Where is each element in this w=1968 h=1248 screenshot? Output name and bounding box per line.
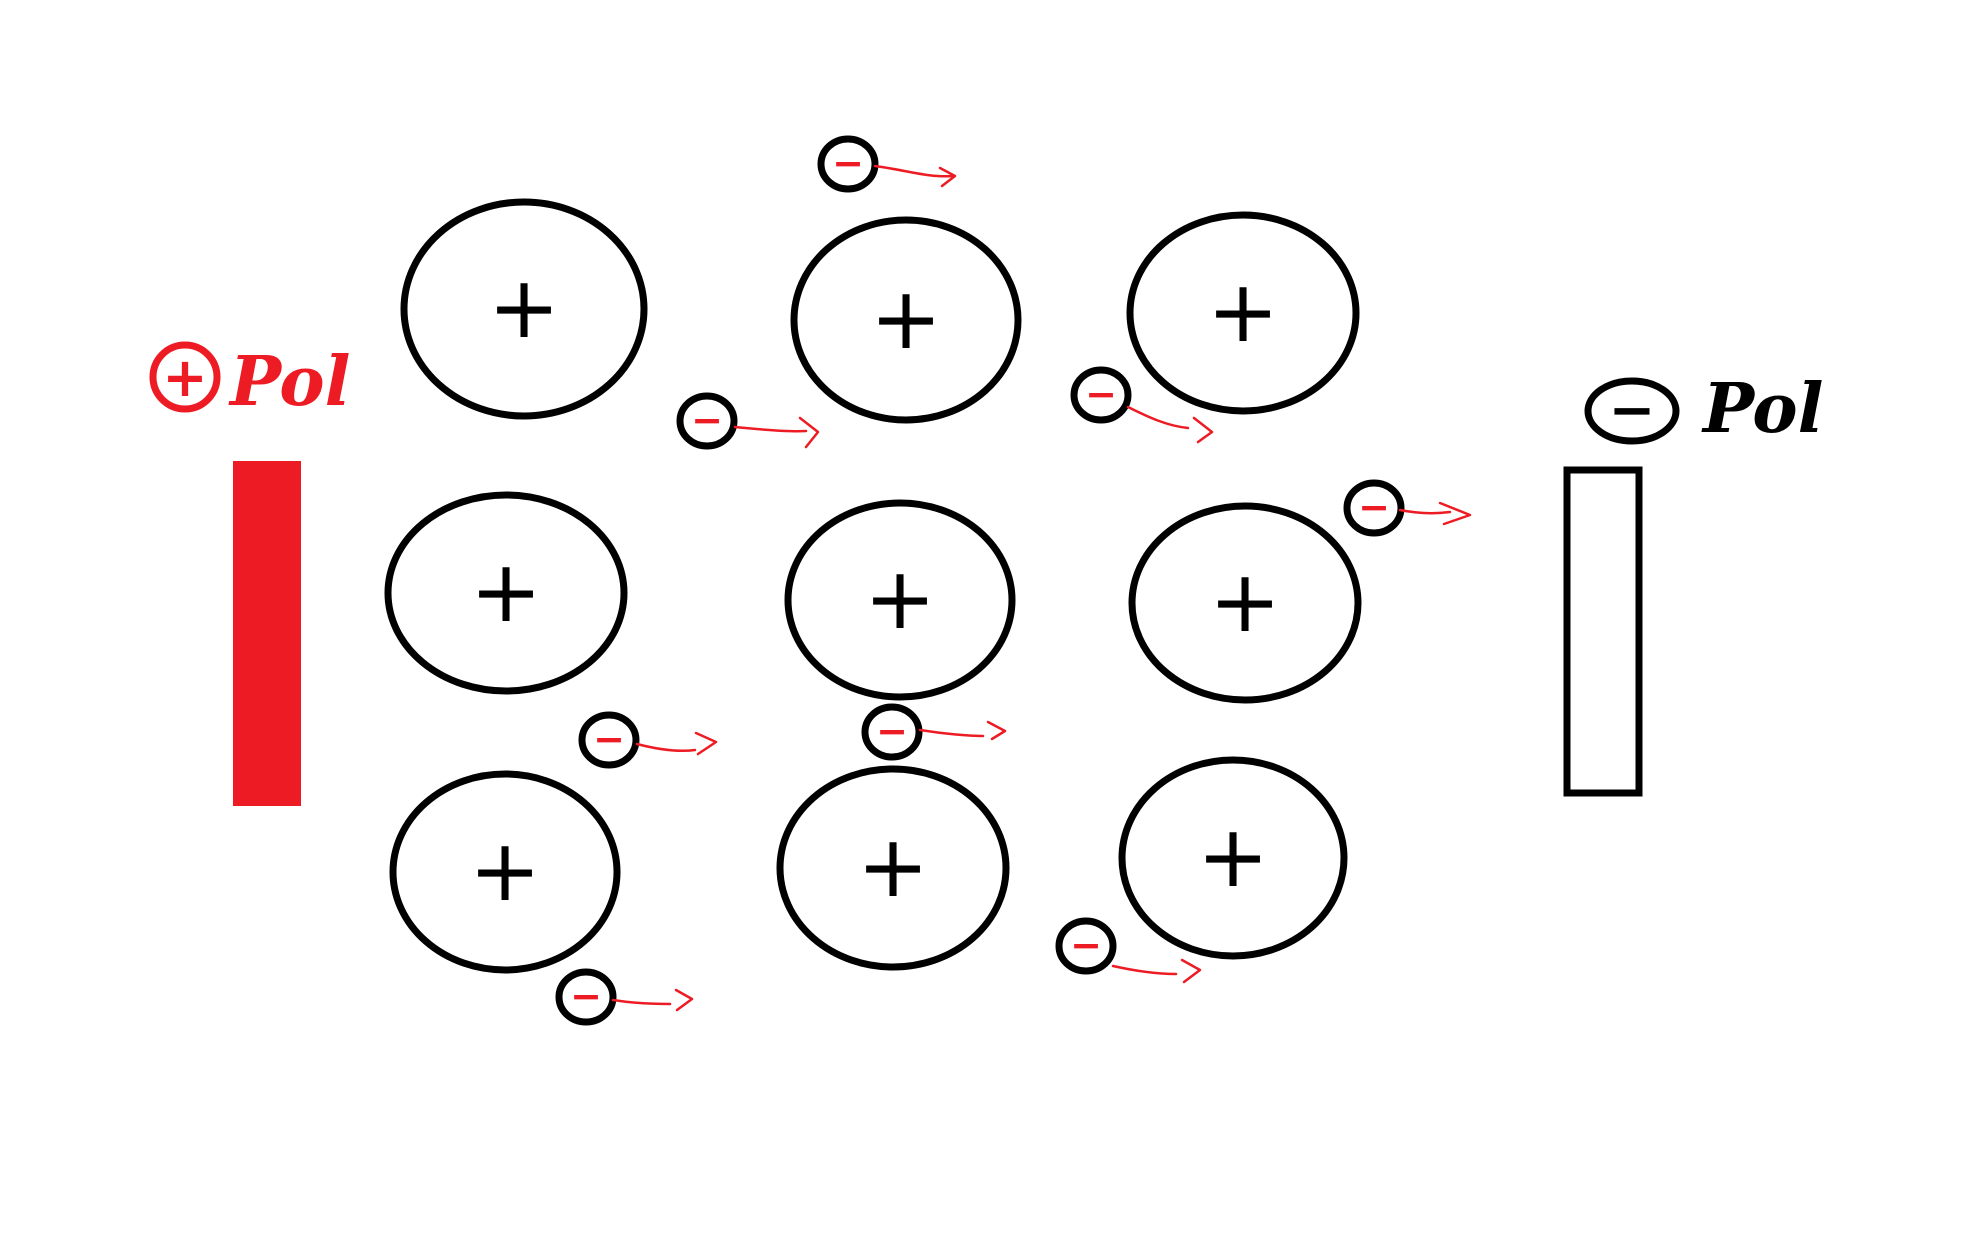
positive-pole-plate — [233, 461, 301, 806]
positive-ion: + — [400, 198, 648, 420]
electron-circle — [1343, 479, 1405, 537]
positive-ion-circle — [1128, 502, 1362, 704]
electron: − — [817, 135, 957, 193]
arrow-right-icon — [1126, 405, 1214, 444]
negative-pole-plate — [1563, 466, 1643, 797]
positive-pole: + Pol — [149, 341, 351, 806]
electrons: − − − − − − − − — [555, 135, 1472, 1026]
negative-pole-sign-circle — [1584, 377, 1680, 445]
positive-ions: + + + + + + + + + — [384, 198, 1362, 974]
electron: − — [1070, 366, 1214, 444]
electron-sign: − — [832, 141, 864, 185]
positive-ion: + — [1128, 502, 1362, 704]
positive-ion-sign: + — [870, 269, 942, 369]
electron: − — [555, 968, 694, 1026]
positive-ion-circle — [384, 491, 628, 695]
positive-ion-sign: + — [469, 821, 541, 921]
positive-pole-sign-circle — [149, 341, 221, 413]
arrow-right-icon — [733, 416, 820, 449]
electron-circle — [1055, 917, 1117, 975]
electron-sign: − — [691, 398, 723, 442]
arrow-right-icon — [635, 731, 718, 756]
negative-pole-label: Pol — [1701, 369, 1824, 449]
positive-ion: + — [1118, 756, 1348, 960]
negative-pole: − Pol — [1563, 369, 1824, 797]
positive-ion: + — [384, 491, 628, 695]
positive-ion-sign: + — [1197, 807, 1269, 907]
electron: − — [578, 711, 718, 769]
arrow-right-icon — [873, 164, 957, 188]
electron-circle — [578, 711, 640, 769]
electron-circle — [861, 703, 923, 761]
positive-ion: + — [790, 216, 1022, 424]
electron-sign: − — [1085, 372, 1117, 416]
electron-circle — [555, 968, 617, 1026]
positive-ion-circle — [400, 198, 648, 420]
arrow-right-icon — [918, 720, 1007, 741]
electron-circle — [1070, 366, 1132, 424]
positive-ion-sign: + — [470, 542, 542, 642]
negative-pole-sign: − — [1609, 378, 1656, 443]
positive-ion: + — [784, 499, 1016, 701]
electron: − — [861, 703, 1007, 761]
positive-ion-circle — [790, 216, 1022, 424]
positive-ion-circle — [389, 770, 621, 974]
arrow-right-icon — [611, 988, 694, 1012]
arrow-right-icon — [1398, 501, 1472, 526]
positive-ion-sign: + — [857, 817, 929, 917]
positive-pole-label: Pol — [228, 342, 351, 422]
electron-circle — [817, 135, 879, 193]
arrow-right-icon — [1111, 958, 1202, 984]
electron-sign: − — [1358, 485, 1390, 529]
electron-sign: − — [570, 974, 602, 1018]
positive-ion: + — [389, 770, 621, 974]
positive-ion-sign: + — [1209, 552, 1281, 652]
electron-circle — [676, 392, 738, 450]
positive-ion-circle — [1118, 756, 1348, 960]
positive-ion-sign: + — [488, 258, 560, 358]
positive-ion: + — [776, 765, 1010, 971]
electron-sign: − — [876, 709, 908, 753]
positive-ion-circle — [1126, 211, 1360, 415]
electron-sign: − — [593, 717, 625, 761]
electron: − — [676, 392, 820, 450]
positive-pole-sign: + — [162, 346, 207, 409]
positive-ion-circle — [776, 765, 1010, 971]
positive-ion: + — [1126, 211, 1360, 415]
positive-ion-circle — [784, 499, 1016, 701]
electron: − — [1055, 917, 1202, 984]
electron-sign: − — [1070, 923, 1102, 967]
electron: − — [1343, 479, 1472, 537]
positive-ion-sign: + — [1207, 262, 1279, 362]
positive-ion-sign: + — [864, 549, 936, 649]
